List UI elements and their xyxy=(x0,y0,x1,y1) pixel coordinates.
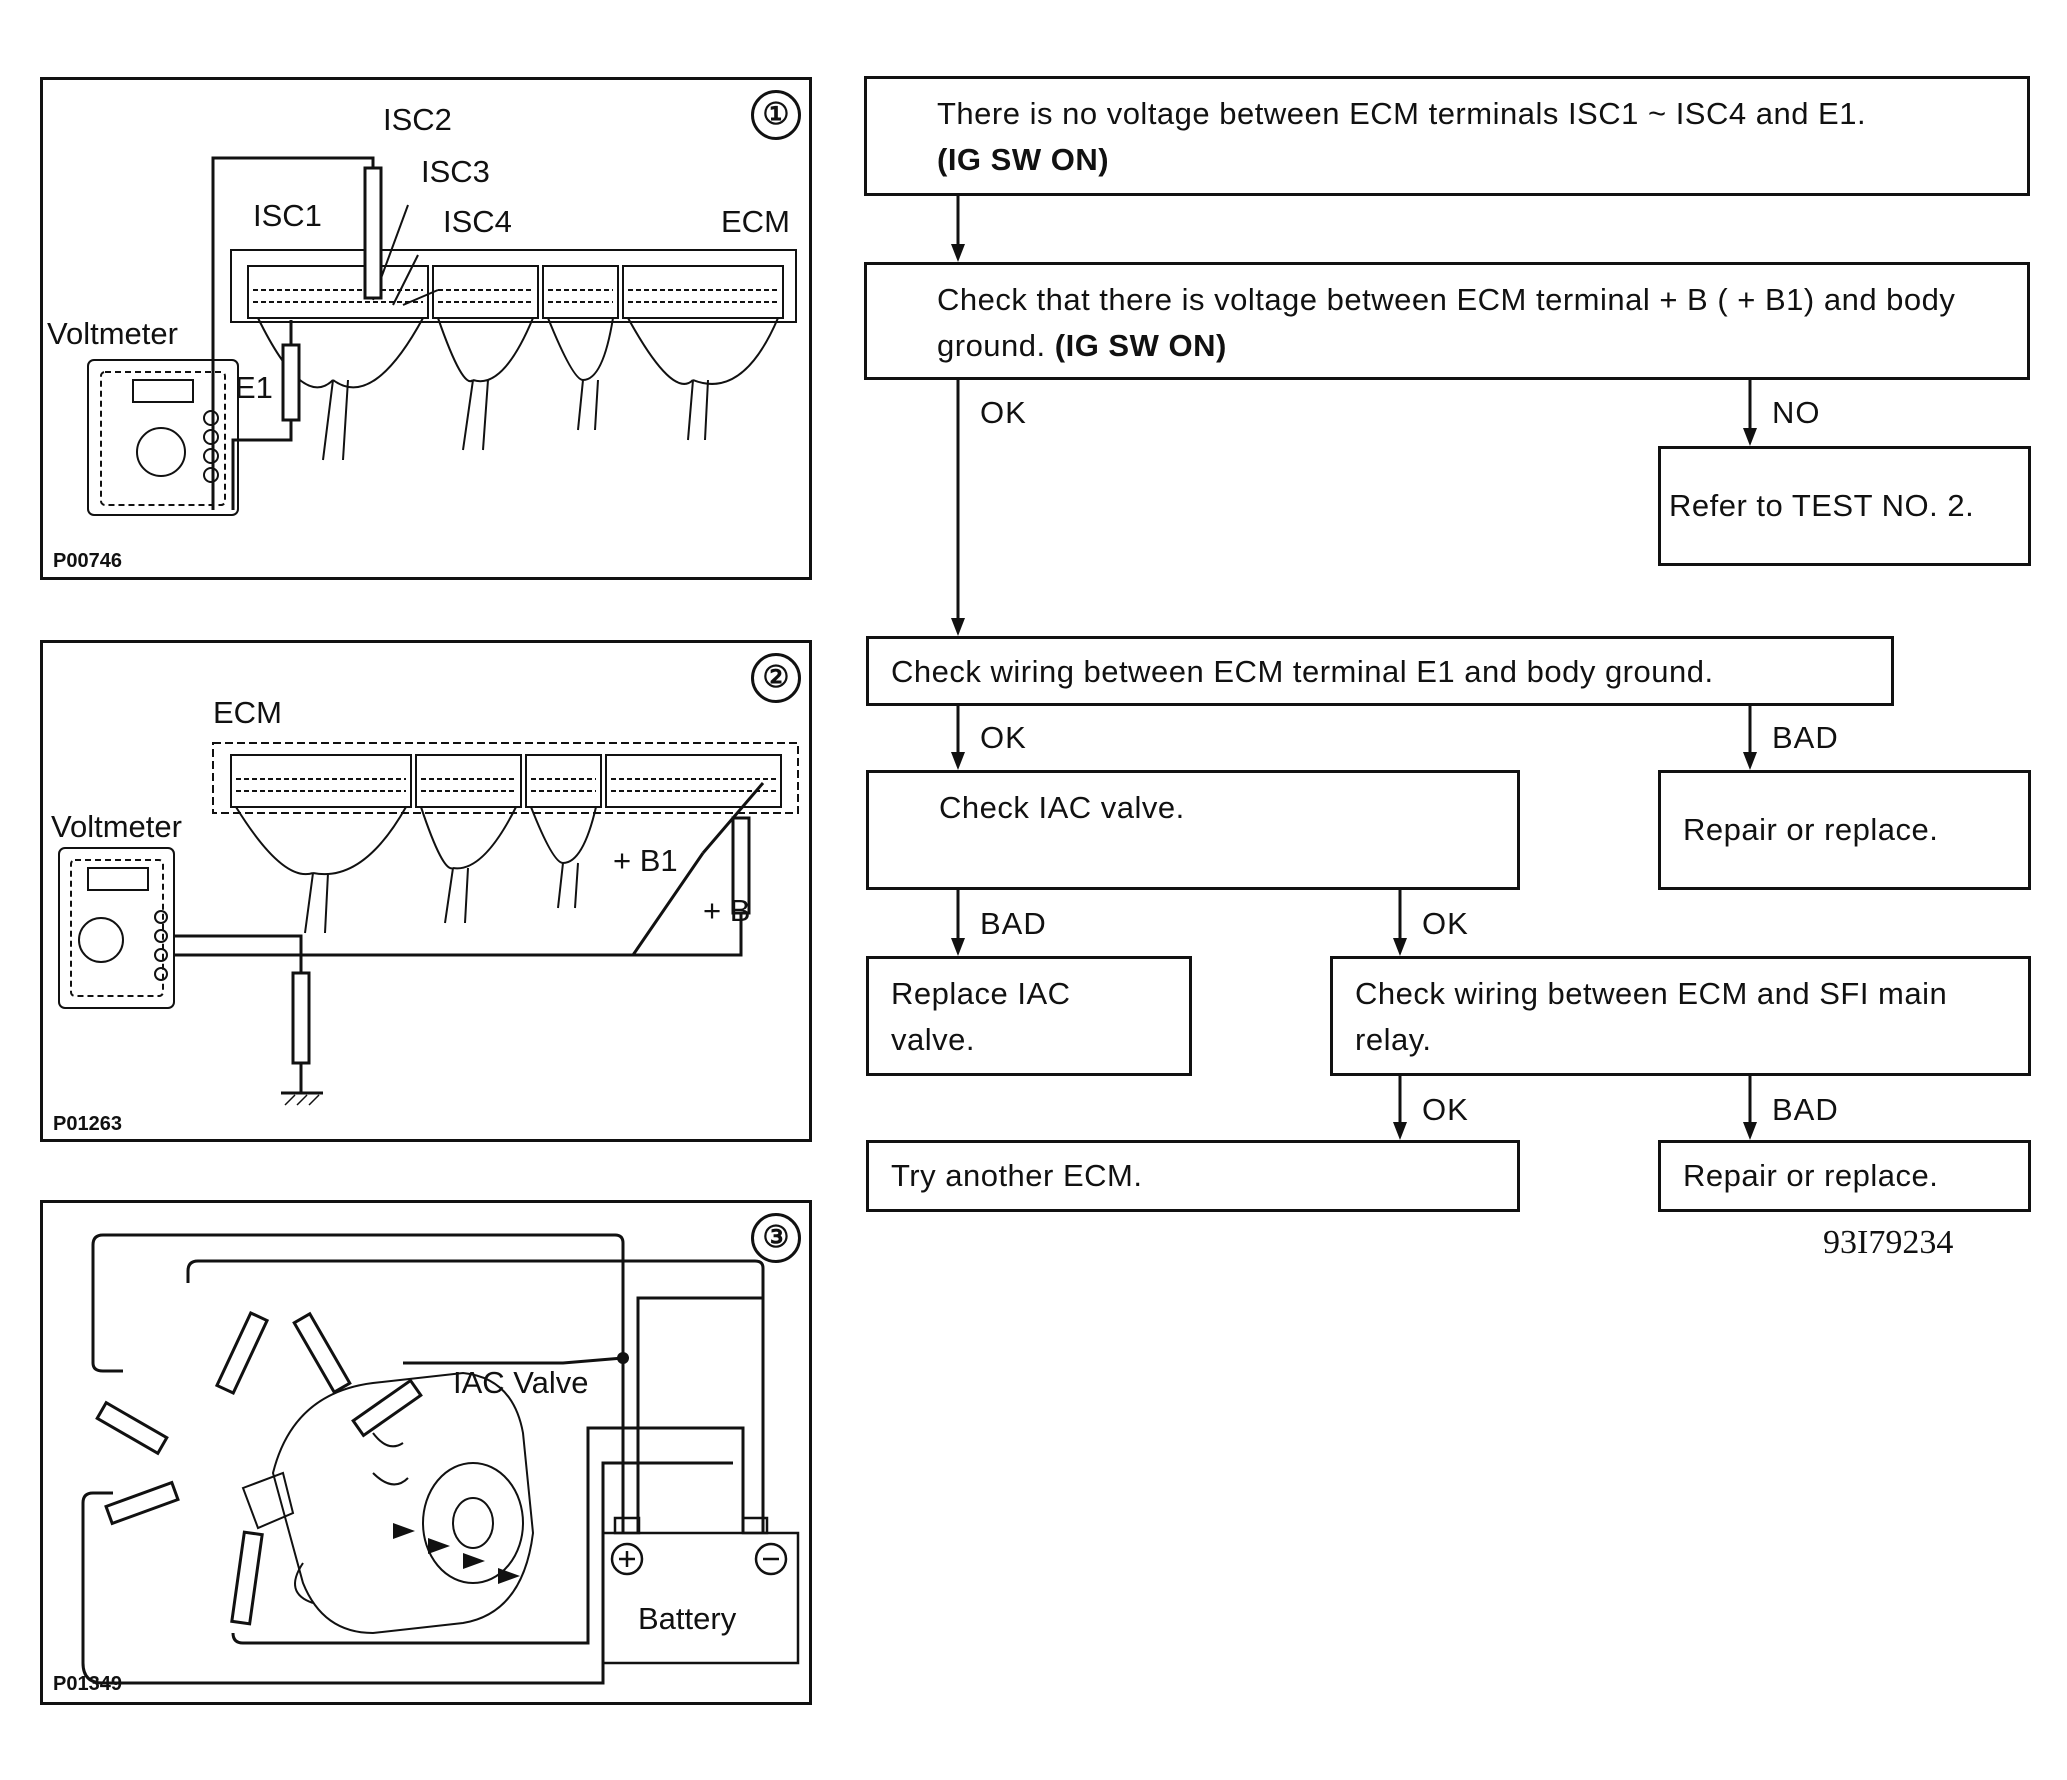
flow-label-no: NO xyxy=(1772,395,1821,430)
flow-box-repair-replace-1: Repair or replace. xyxy=(1658,770,2031,890)
figure-code: P01263 xyxy=(53,1113,122,1135)
flow-box-check-sfi-relay: Check wiring between ECM and SFI main re… xyxy=(1330,956,2031,1076)
ecm-connector-block xyxy=(525,754,602,808)
panel-number-badge: ③ xyxy=(751,1213,801,1263)
ecm-connector-block xyxy=(415,754,522,808)
flow-label-ok: OK xyxy=(980,395,1027,430)
flow-label-ok: OK xyxy=(1422,1092,1469,1127)
voltmeter-1 xyxy=(87,359,239,516)
ecm-connector-outline xyxy=(230,249,797,323)
flow-box-text: There is no voltage between ECM terminal… xyxy=(937,96,1867,131)
panel-number-badge: ① xyxy=(751,90,801,140)
flow-box-condition: (IG SW ON) xyxy=(1054,328,1227,363)
label-isc4: ISC4 xyxy=(443,204,512,239)
ecm-connector-block xyxy=(622,265,784,319)
flow-label-bad: BAD xyxy=(1772,720,1839,755)
label-ecm: ECM xyxy=(213,695,282,730)
test-lead-probe xyxy=(104,1480,180,1526)
flow-label-ok: OK xyxy=(1422,906,1469,941)
flow-label-bad: BAD xyxy=(1772,1092,1839,1127)
flow-box-text: Repair or replace. xyxy=(1683,1158,1939,1193)
iac-valve-battery-illustration xyxy=(81,1233,800,1685)
ecm-voltmeter-illustration-2 xyxy=(58,742,799,1106)
flow-box-text: Try another ECM. xyxy=(891,1158,1143,1193)
flow-box-text: Check that there is voltage between ECM … xyxy=(937,282,1956,363)
test-lead-probe xyxy=(95,1400,169,1456)
battery-body xyxy=(601,1516,800,1665)
flow-box-check-b-voltage: Check that there is voltage between ECM … xyxy=(864,262,2030,380)
ecm-voltmeter-illustration-1 xyxy=(87,156,797,516)
flow-box-check-e1-wiring: Check wiring between ECM terminal E1 and… xyxy=(866,636,1894,706)
ecm-connector-block xyxy=(605,754,782,808)
flow-arrows xyxy=(393,1523,520,1584)
test-lead-probe xyxy=(292,1311,352,1395)
test-lead-probe xyxy=(214,1310,270,1396)
label-voltmeter: Voltmeter xyxy=(47,316,178,351)
label-isc2: ISC2 xyxy=(383,102,452,137)
test-lead-probe xyxy=(351,1378,423,1438)
flow-box-check-iac: Check IAC valve. xyxy=(866,770,1520,890)
label-ecm: ECM xyxy=(721,204,790,239)
panel-ecm-isc-terminals: ① ISC2 ISC3 ISC1 ISC4 ECM Voltmeter E1 P… xyxy=(40,77,812,580)
ecm-connector-block xyxy=(247,265,429,319)
iac-valve-body xyxy=(241,1371,535,1635)
voltmeter-2 xyxy=(58,847,175,1009)
label-isc1: ISC1 xyxy=(253,198,322,233)
flow-box-text: Check IAC valve. xyxy=(939,790,1185,825)
flow-box-text: Repair or replace. xyxy=(1683,812,1939,847)
label-plus-b1: + B1 xyxy=(613,843,678,878)
flow-box-refer-test-2: Refer to TEST NO. 2. xyxy=(1658,446,2031,566)
flow-label-ok: OK xyxy=(980,720,1027,755)
flow-box-try-another-ecm: Try another ECM. xyxy=(866,1140,1520,1212)
flow-box-condition: (IG SW ON) xyxy=(937,142,1110,177)
flow-box-no-voltage: There is no voltage between ECM terminal… xyxy=(864,76,2030,196)
panel-number-badge: ② xyxy=(751,653,801,703)
panel-iac-valve-battery: ③ IAC Valve Battery P01349 xyxy=(40,1200,812,1705)
label-e1: E1 xyxy=(235,370,273,405)
flow-box-text: Replace IAC valve. xyxy=(891,976,1071,1057)
figure-id: 93I79234 xyxy=(1823,1224,1954,1261)
panel-ecm-b-terminals: ② ECM Voltmeter + B1 + B P01263 xyxy=(40,640,812,1142)
flow-box-replace-iac: Replace IAC valve. xyxy=(866,956,1192,1076)
flow-box-repair-replace-2: Repair or replace. xyxy=(1658,1140,2031,1212)
figure-code: P00746 xyxy=(53,550,122,572)
flow-box-text: Check wiring between ECM and SFI main re… xyxy=(1355,976,1948,1057)
label-iac-valve: IAC Valve xyxy=(453,1365,589,1400)
label-isc3: ISC3 xyxy=(421,154,490,189)
test-lead-probe xyxy=(230,1530,264,1626)
flow-box-text: Refer to TEST NO. 2. xyxy=(1669,488,1975,523)
flow-label-bad: BAD xyxy=(980,906,1047,941)
flow-box-text: Check wiring between ECM terminal E1 and… xyxy=(891,654,1714,689)
label-plus-b: + B xyxy=(703,893,751,928)
label-battery: Battery xyxy=(638,1601,737,1636)
figure-code: P01349 xyxy=(53,1673,122,1695)
label-voltmeter: Voltmeter xyxy=(51,809,182,844)
ecm-connector-block xyxy=(230,754,412,808)
ecm-connector-block xyxy=(542,265,619,319)
